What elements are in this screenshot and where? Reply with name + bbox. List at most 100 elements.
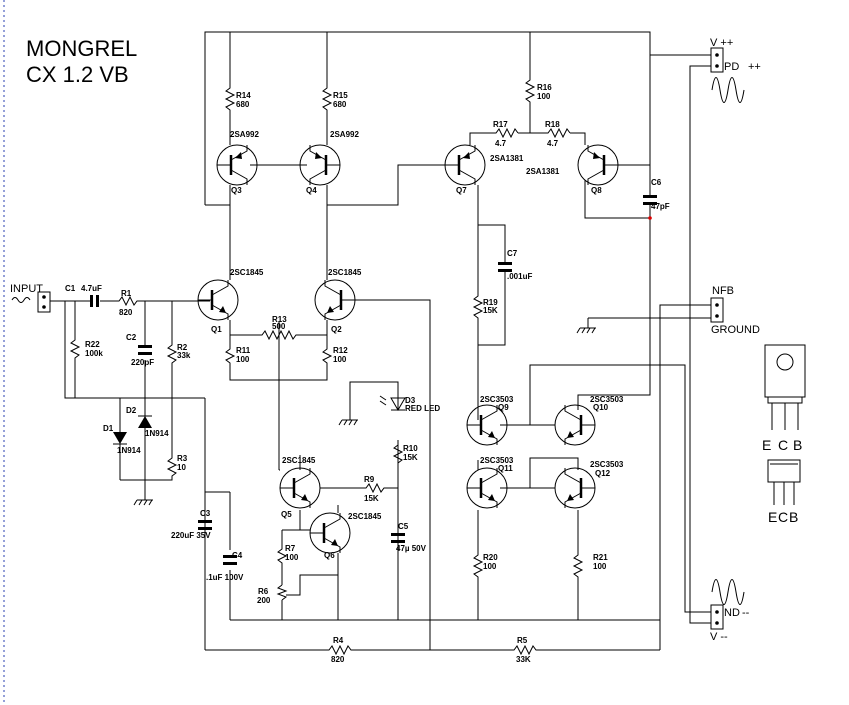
c6-value: 47pF xyxy=(651,202,670,211)
r5-ref: R5 xyxy=(517,636,528,645)
c6-ref: C6 xyxy=(651,178,662,187)
r18-value: 4.7 xyxy=(547,139,559,148)
r16-ref: R16 xyxy=(537,83,552,92)
transistor-q2 xyxy=(314,279,356,321)
d1-ref: D1 xyxy=(103,424,114,433)
q6-part: 2SC1845 xyxy=(348,512,382,521)
resistor-r14 xyxy=(224,80,236,120)
q7-part: 2SA1381 xyxy=(490,154,524,163)
q10-part: 2SC3503 xyxy=(590,395,624,404)
r11-value: 100 xyxy=(236,355,250,364)
ground-label: GROUND xyxy=(711,324,760,336)
d3-ref: D3 xyxy=(405,396,416,405)
capacitor-c4 xyxy=(223,555,237,558)
resistor-r13 xyxy=(240,329,318,341)
resistor-r15 xyxy=(321,80,333,120)
resistor-r22 xyxy=(69,335,81,360)
c7-value: .001uF xyxy=(507,272,532,281)
resistor-r12 xyxy=(322,345,333,365)
resistor-r7 xyxy=(277,545,288,565)
to92-pinout-drawing xyxy=(767,459,801,505)
diode-d2 xyxy=(138,416,152,428)
supply-positive-connector xyxy=(710,47,724,73)
c7-ref: C7 xyxy=(507,249,518,258)
transistor-q9 xyxy=(466,404,508,446)
pinout-top-c: C xyxy=(778,437,788,453)
resistors xyxy=(69,72,584,656)
q3-part: 2SA992 xyxy=(230,130,259,139)
c5-ref: C5 xyxy=(398,522,409,531)
junction-dot xyxy=(648,216,652,220)
resistor-r19 xyxy=(472,290,484,320)
resistor-r10 xyxy=(392,440,404,488)
r9-value: 15K xyxy=(364,494,379,503)
q11-part: 2SC3503 xyxy=(480,456,514,465)
q4-part: 2SA992 xyxy=(330,130,359,139)
r6-value: 200 xyxy=(257,596,271,605)
resistor-r11 xyxy=(225,345,236,365)
pinout-bottom-b: B xyxy=(789,509,798,525)
r21-ref: R21 xyxy=(593,553,608,562)
r6-ref: R6 xyxy=(258,587,269,596)
capacitor-c7 xyxy=(498,262,512,265)
c4-ref: C4 xyxy=(232,551,243,560)
resistor-r5 xyxy=(510,644,538,656)
c3-ref: C3 xyxy=(200,509,211,518)
resistor-r20 xyxy=(472,550,484,580)
r12-ref: R12 xyxy=(333,346,348,355)
q8-ref: Q8 xyxy=(591,186,602,195)
r13-ref: R13 xyxy=(272,315,287,324)
q12-part: 2SC3503 xyxy=(590,460,624,469)
pinout-bottom-c: C xyxy=(778,509,788,525)
q1-ref: Q1 xyxy=(211,325,222,334)
q6-ref: Q6 xyxy=(324,551,335,560)
nfb-connector xyxy=(710,297,724,323)
q5-ref: Q5 xyxy=(281,510,292,519)
q1-part: 2SC1845 xyxy=(230,268,264,277)
input-connector xyxy=(37,291,51,313)
pd-pp-label: ++ xyxy=(748,61,761,73)
r14-ref: R14 xyxy=(236,91,251,100)
r19-value: 15K xyxy=(483,306,498,315)
d2-value: 1N914 xyxy=(145,429,169,438)
r13-value: 500 xyxy=(272,322,286,331)
vmm-label: V -- xyxy=(710,631,728,643)
resistor-r18 xyxy=(542,127,571,139)
q11-ref: Q11 xyxy=(498,464,513,473)
pinout-top-e: E xyxy=(762,437,771,453)
r20-ref: R20 xyxy=(483,553,498,562)
to126-pinout-drawing xyxy=(764,344,806,430)
r21-value: 100 xyxy=(593,562,607,571)
r10-value: 15K xyxy=(403,453,418,462)
diode-d3-led xyxy=(390,397,406,411)
transistor-q12 xyxy=(554,467,596,509)
capacitor-c5 xyxy=(391,533,405,536)
r10-ref: R10 xyxy=(403,444,418,453)
capacitors xyxy=(85,185,657,565)
title-line-1: MONGREL xyxy=(26,36,137,61)
c2-value: 220pF xyxy=(131,358,154,367)
d3-value: RED LED xyxy=(405,404,440,413)
r17-value: 4.7 xyxy=(495,139,507,148)
resistor-r21 xyxy=(572,550,584,580)
c2-ref: C2 xyxy=(126,333,137,342)
transistor-q5 xyxy=(279,467,321,509)
r3-value: 10 xyxy=(177,463,186,472)
r18-ref: R18 xyxy=(545,120,560,129)
resistor-r9 xyxy=(362,482,388,494)
supply-negative-connector xyxy=(710,604,724,630)
transistor-q10 xyxy=(554,404,596,446)
r4-value: 820 xyxy=(331,655,345,664)
input-label: INPUT xyxy=(10,283,43,295)
resistor-r3 xyxy=(166,455,178,478)
r15-value: 680 xyxy=(333,100,347,109)
q8-part: 2SA1381 xyxy=(526,167,560,176)
r7-ref: R7 xyxy=(285,544,296,553)
pinout-bottom-e: E xyxy=(768,509,777,525)
c5-value: 47µ 50V xyxy=(396,544,427,553)
r9-ref: R9 xyxy=(364,475,375,484)
r3-ref: R3 xyxy=(177,454,188,463)
nd-label: ND xyxy=(724,607,740,619)
pd-label: PD xyxy=(724,61,739,73)
q9-part: 2SC3503 xyxy=(480,395,514,404)
